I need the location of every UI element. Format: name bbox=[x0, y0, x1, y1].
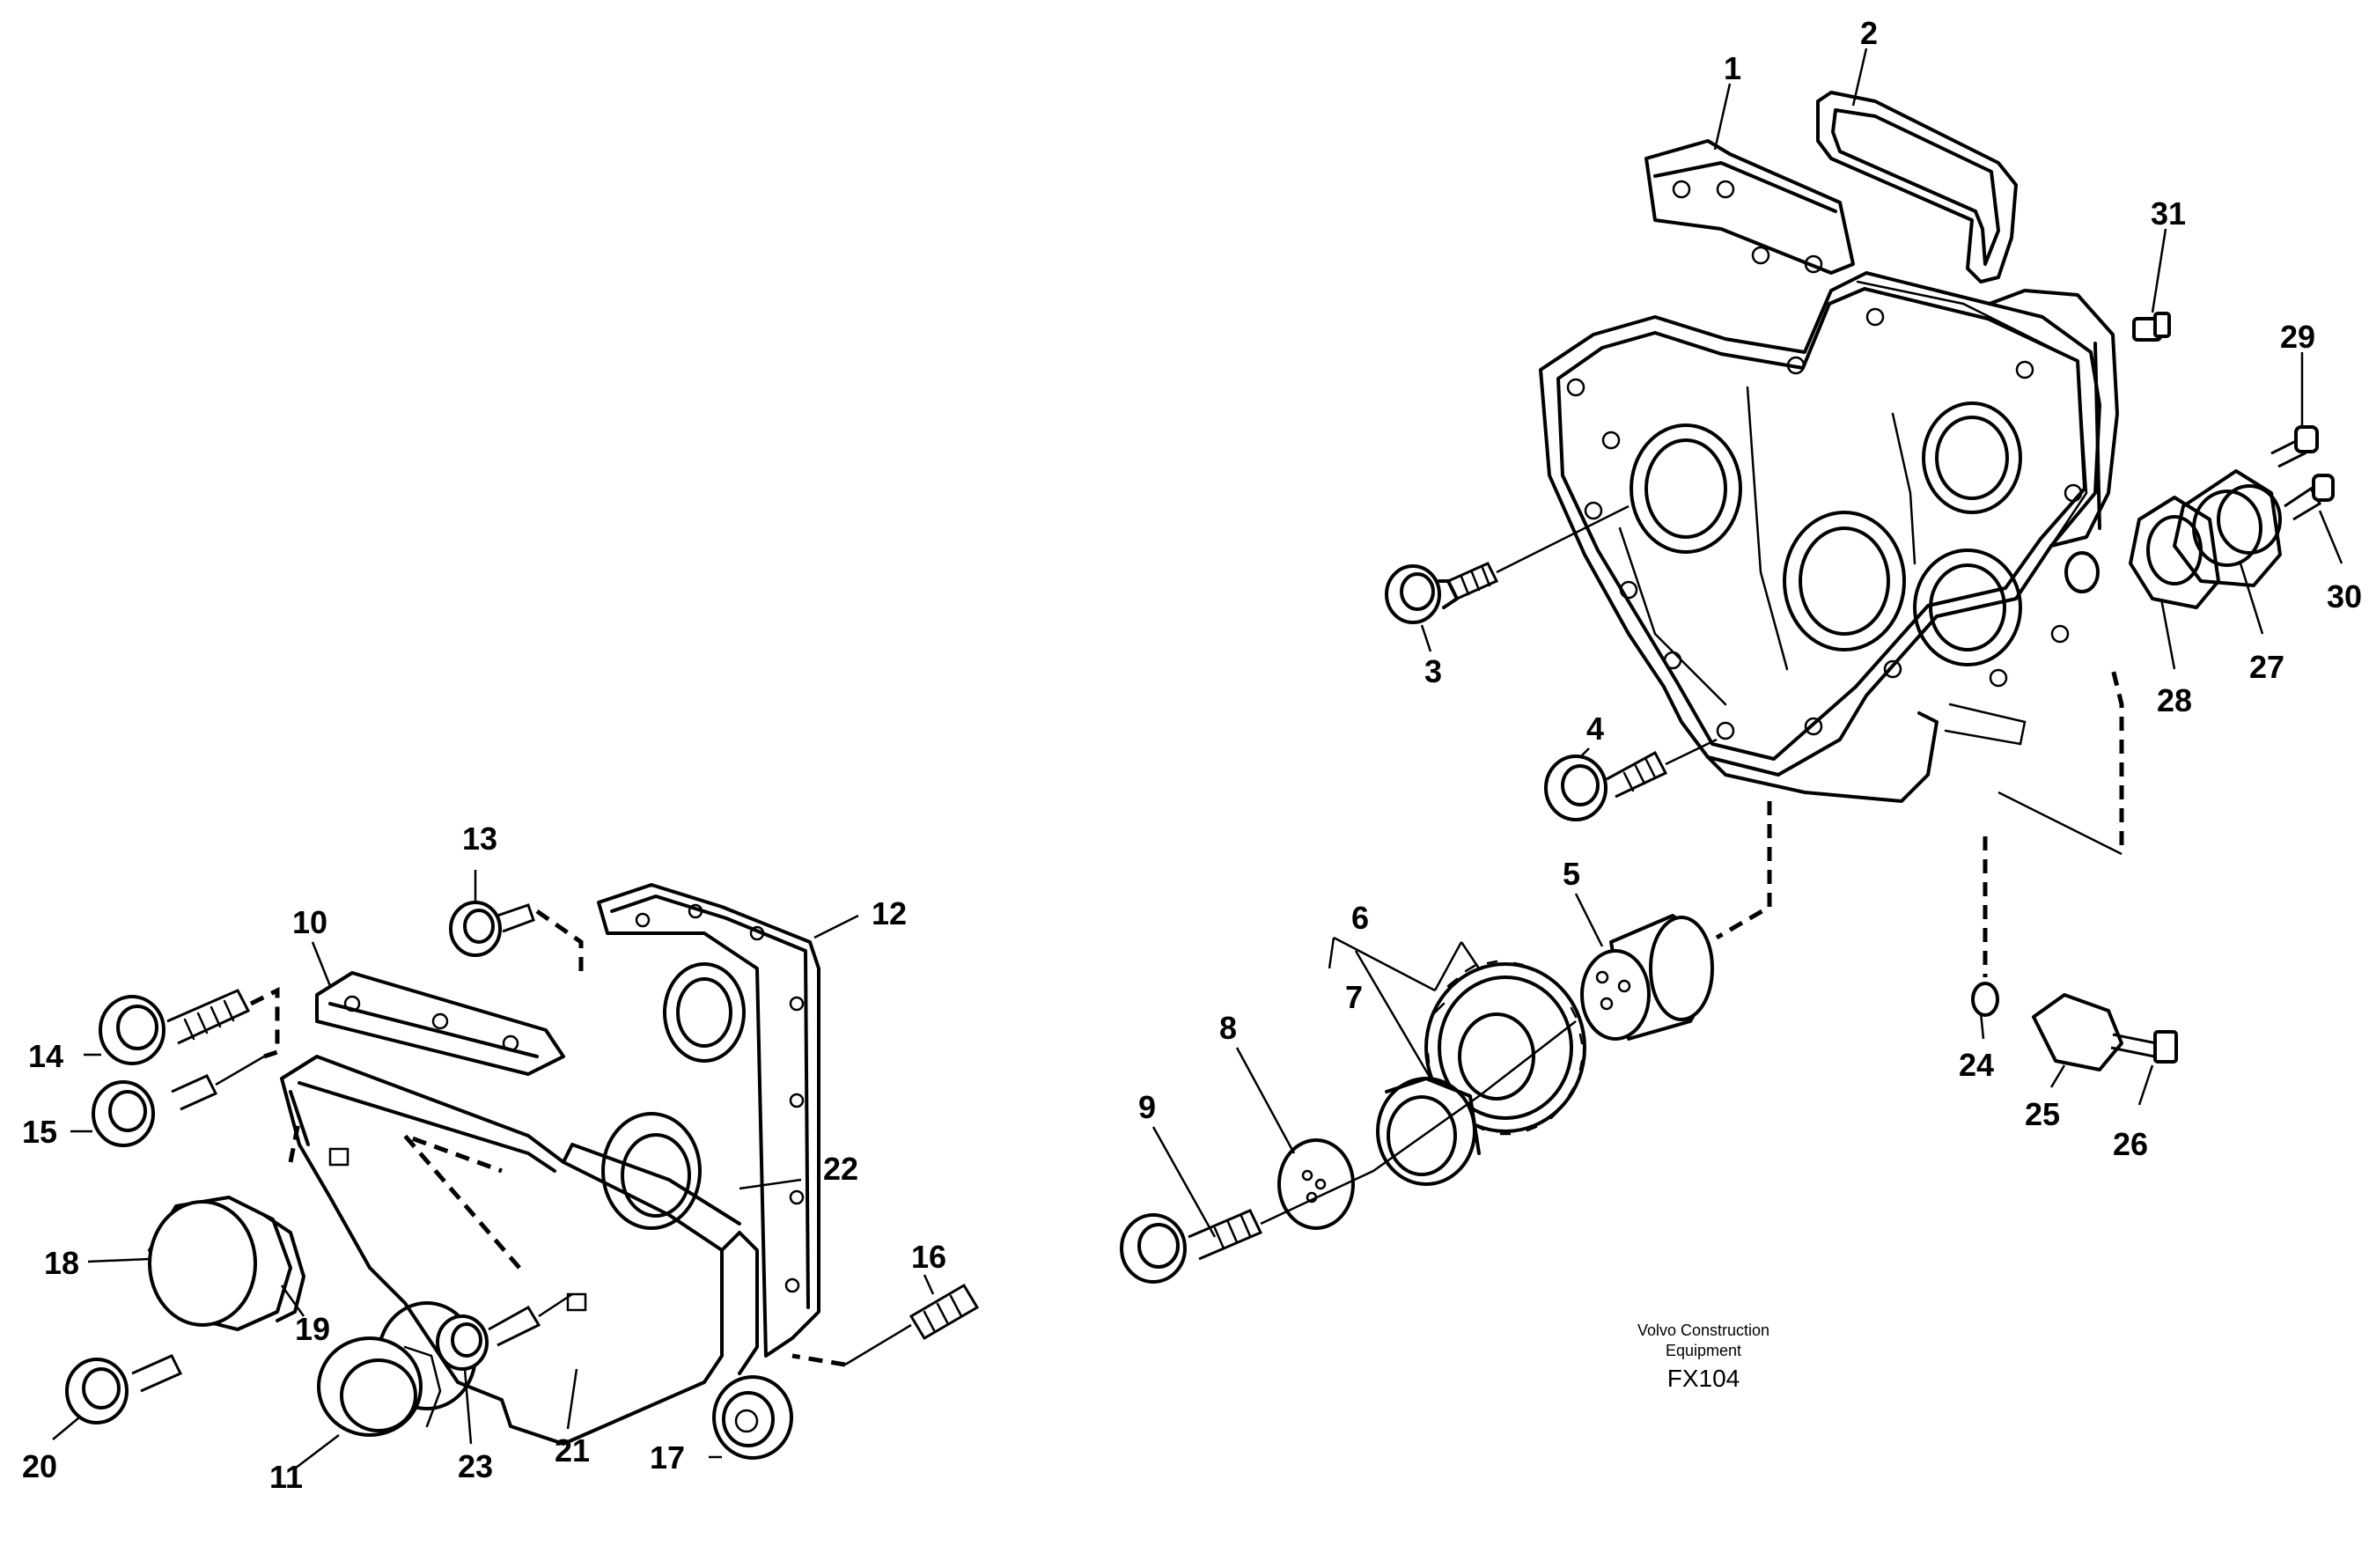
figure-code: FX104 bbox=[1667, 1365, 1740, 1392]
callout-22: 22 bbox=[823, 1151, 858, 1187]
callout-15: 15 bbox=[22, 1114, 57, 1150]
callout-29: 29 bbox=[2280, 319, 2315, 355]
callout-16: 16 bbox=[911, 1239, 946, 1275]
callout-31: 31 bbox=[2151, 195, 2186, 232]
flange-bolt-14 bbox=[99, 989, 251, 1065]
callout-4: 4 bbox=[1586, 710, 1604, 747]
flange-bolt-15 bbox=[92, 1074, 218, 1147]
callout-27: 27 bbox=[2249, 649, 2284, 685]
gasket-28 bbox=[2129, 496, 2220, 609]
callout-6: 6 bbox=[1351, 900, 1369, 936]
callout-26: 26 bbox=[2113, 1126, 2148, 1162]
timing-gear-housing bbox=[1539, 139, 2119, 803]
callout-17: 17 bbox=[650, 1439, 685, 1476]
callout-1: 1 bbox=[1724, 50, 1741, 86]
callout-9: 9 bbox=[1138, 1089, 1156, 1125]
publisher-caption: Volvo Construction Equipment FX104 bbox=[1637, 1321, 1769, 1392]
callout-18: 18 bbox=[44, 1245, 79, 1281]
caption-line-1: Volvo Construction bbox=[1637, 1321, 1769, 1339]
callout-25: 25 bbox=[2025, 1096, 2060, 1132]
idler-gear-6 bbox=[1424, 960, 1586, 1136]
washer-8 bbox=[1277, 1138, 1355, 1230]
callout-12: 12 bbox=[872, 895, 907, 931]
callout-labels: 1 2 3 4 5 6 7 8 9 10 11 12 13 14 15 16 1… bbox=[22, 15, 2362, 1495]
hub-5 bbox=[1580, 914, 1714, 1041]
callout-24: 24 bbox=[1959, 1047, 1994, 1083]
callout-20: 20 bbox=[22, 1448, 57, 1484]
housing-gasket bbox=[1856, 280, 2088, 746]
pump-cover-18 bbox=[148, 1196, 292, 1331]
callout-28: 28 bbox=[2157, 682, 2192, 718]
plug-bolt-31 bbox=[2132, 312, 2171, 342]
callout-13: 13 bbox=[462, 821, 497, 857]
flange-bolt-3 bbox=[1385, 562, 1499, 624]
callout-leaders bbox=[52, 48, 2343, 1469]
callout-11: 11 bbox=[269, 1459, 303, 1495]
callout-10: 10 bbox=[292, 904, 327, 940]
flange-bolt-9 bbox=[1120, 1209, 1263, 1284]
flange-bolt-4 bbox=[1544, 750, 1668, 821]
gasket-19 bbox=[262, 1213, 305, 1322]
flange-bolt-20 bbox=[65, 1354, 183, 1424]
callout-23: 23 bbox=[458, 1448, 493, 1484]
callout-14: 14 bbox=[28, 1038, 63, 1074]
flange-bolt-23 bbox=[436, 1305, 541, 1371]
callout-19: 19 bbox=[295, 1311, 330, 1347]
callout-30: 30 bbox=[2327, 578, 2362, 615]
callout-7: 7 bbox=[1345, 979, 1363, 1015]
callout-3: 3 bbox=[1424, 653, 1442, 689]
washer-24 bbox=[1971, 982, 1999, 1017]
gasket-top bbox=[1816, 91, 2018, 283]
bolt-26 bbox=[2110, 1030, 2178, 1064]
bolt-30 bbox=[2284, 474, 2335, 521]
callout-2: 2 bbox=[1860, 15, 1878, 51]
bushing-7 bbox=[1376, 1077, 1481, 1186]
gasket-strip-10 bbox=[315, 971, 565, 1076]
callout-21: 21 bbox=[555, 1432, 590, 1469]
flange-nut-17 bbox=[712, 1375, 793, 1460]
cover-plate-27 bbox=[2173, 469, 2282, 587]
back-plate-12 bbox=[597, 883, 820, 1358]
caption-line-2: Equipment bbox=[1666, 1342, 1741, 1359]
flange-bolt-13 bbox=[449, 901, 535, 957]
callout-5: 5 bbox=[1563, 856, 1580, 892]
stud-16 bbox=[909, 1283, 980, 1341]
callout-8: 8 bbox=[1219, 1010, 1237, 1046]
bolt-29 bbox=[2270, 425, 2319, 468]
seal-ring-11 bbox=[317, 1336, 442, 1437]
cover-25 bbox=[2032, 993, 2123, 1071]
